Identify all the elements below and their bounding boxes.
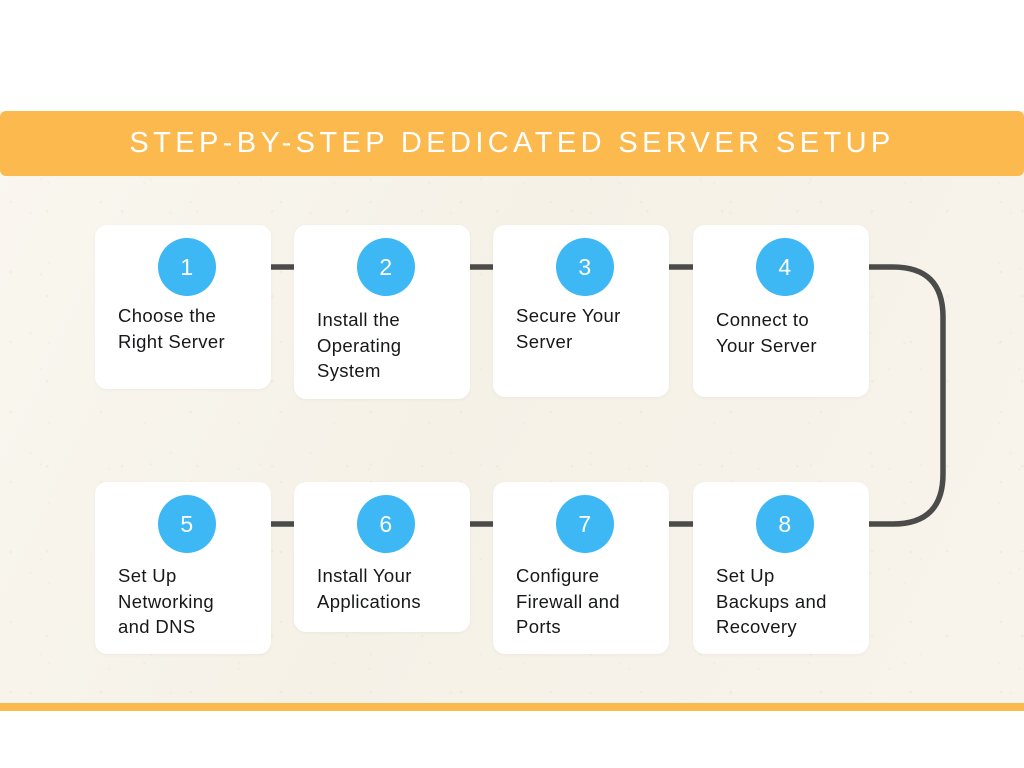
step-badge-6: 6 [357,495,415,553]
step-number-4: 4 [778,253,792,280]
step-badge-7: 7 [556,495,614,553]
step-number-8: 8 [778,510,792,537]
page-title: STEP-BY-STEP DEDICATED SERVER SETUP [129,127,895,159]
step-badge-4: 4 [756,238,814,296]
step-card-4[interactable]: 4 Connect to Your Server [693,225,869,397]
title-banner: STEP-BY-STEP DEDICATED SERVER SETUP [0,111,1024,176]
step-card-7[interactable]: 7 Configure Firewall and Ports [493,482,669,654]
step-number-1: 1 [180,253,194,280]
step-number-7: 7 [578,510,592,537]
step-card-5[interactable]: 5 Set Up Networking and DNS [95,482,271,654]
step-badge-5: 5 [158,495,216,553]
step-card-1[interactable]: 1 Choose the Right Server [95,225,271,389]
step-card-3[interactable]: 3 Secure Your Server [493,225,669,397]
step-number-5: 5 [180,510,194,537]
step-badge-3: 3 [556,238,614,296]
step-label-5: Set Up Networking and DNS [118,565,215,637]
step-badge-2: 2 [357,238,415,296]
step-card-2[interactable]: 2 Install the Operating System [294,225,470,399]
step-label-3: Secure Your Server [516,305,621,352]
step-label-1: Choose the Right Server [118,305,226,352]
step-number-3: 3 [578,253,592,280]
step-badge-8: 8 [756,495,814,553]
step-number-6: 6 [379,510,393,537]
step-number-2: 2 [379,253,393,280]
step-label-2: Install the Operating System [317,309,402,381]
step-label-6: Install Your Applications [317,565,421,612]
step-label-4: Connect to Your Server [716,309,817,356]
step-label-7: Configure Firewall and Ports [516,565,620,637]
step-card-6[interactable]: 6 Install Your Applications [294,482,470,632]
bottom-accent-rule [0,703,1024,711]
step-card-8[interactable]: 8 Set Up Backups and Recovery [693,482,869,654]
step-badge-1: 1 [158,238,216,296]
step-label-8: Set Up Backups and Recovery [716,565,827,637]
